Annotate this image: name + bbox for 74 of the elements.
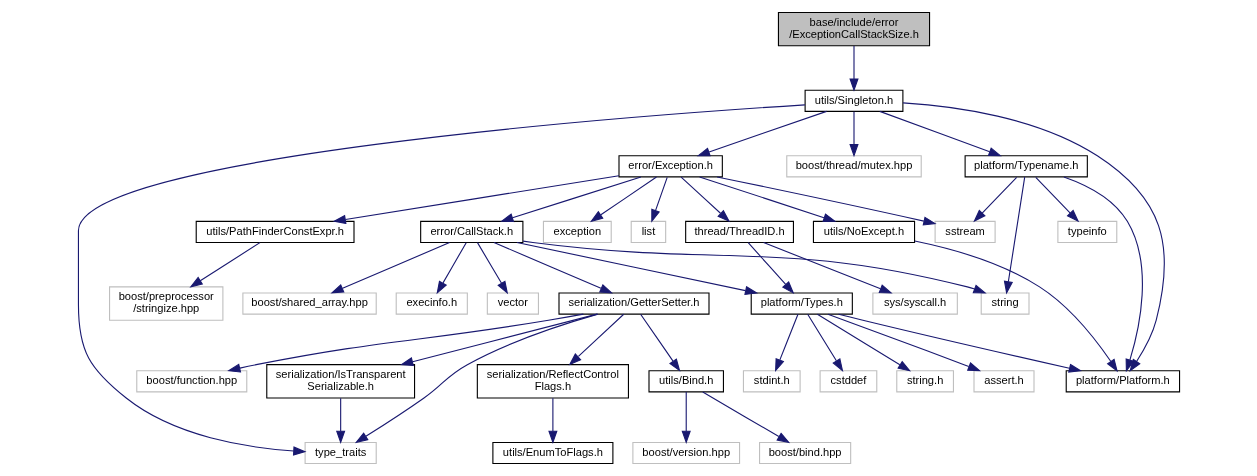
- node-box: execinfo.h: [395, 292, 468, 315]
- arrow: [806, 313, 843, 372]
- arrow: [329, 241, 450, 294]
- arrow: [1034, 176, 1079, 223]
- arrow: [913, 240, 1118, 373]
- node-box: utils/PathFinderConstExpr.h: [195, 220, 355, 243]
- arrow: [698, 176, 836, 223]
- node-box: type_traits: [304, 441, 377, 465]
- node-box: platform/Types.h: [750, 292, 853, 315]
- node-box: string.h: [895, 370, 954, 393]
- arrow: [826, 313, 981, 372]
- arrow: [77, 104, 805, 456]
- node-box: base/include/error /ExceptionCallStackSize.h: [777, 11, 930, 47]
- arrow: [848, 45, 859, 92]
- arrow: [650, 176, 668, 223]
- arrow: [762, 241, 893, 294]
- arrow: [1003, 176, 1025, 295]
- arrow: [515, 241, 758, 296]
- node-box: error/CallStack.h: [419, 220, 523, 243]
- arrow: [701, 391, 790, 444]
- node-box: list: [630, 220, 666, 243]
- arrow: [522, 240, 987, 294]
- node-box: utils/Bind.h: [647, 370, 724, 393]
- arrow: [547, 397, 558, 445]
- node-box: boost/shared_array.hpp: [241, 292, 377, 315]
- arrow: [568, 313, 624, 366]
- node-box: thread/ThreadID.h: [684, 220, 794, 243]
- arrow: [354, 313, 598, 444]
- node-box: typeinfo: [1056, 220, 1117, 243]
- arrow: [332, 175, 619, 225]
- arrow: [696, 110, 827, 157]
- node-box: serialization/IsTransparent Serializable.h: [265, 364, 415, 399]
- arrow: [499, 176, 641, 223]
- arrow: [878, 110, 1002, 157]
- arrow: [435, 242, 467, 295]
- node-box: stdint.h: [742, 370, 801, 393]
- node-box: boost/function.hpp: [135, 370, 247, 393]
- arrow: [188, 242, 261, 288]
- arrow: [716, 176, 937, 226]
- arrow: [226, 313, 584, 373]
- node-box: serialization/GetterSetter.h: [557, 292, 710, 315]
- node-box: platform/Platform.h: [1065, 370, 1180, 393]
- arrow: [816, 313, 911, 372]
- arrow: [680, 176, 730, 223]
- arrow: [681, 391, 691, 444]
- arrow: [902, 102, 1165, 373]
- arrow: [774, 313, 799, 373]
- arrow: [747, 242, 794, 295]
- node-box: vector: [486, 292, 539, 315]
- arrow: [476, 242, 508, 295]
- node-box: utils/NoExcept.h: [812, 220, 915, 243]
- node-box: boost/thread/mutex.hpp: [785, 155, 922, 178]
- arrow: [492, 241, 613, 294]
- node-box: sys/syscall.h: [871, 292, 958, 315]
- node-box: boost/preprocessor /stringize.hpp: [108, 286, 223, 321]
- arrow: [848, 111, 859, 158]
- node-box: error/Exception.h: [617, 155, 723, 178]
- node-box: serialization/ReflectControl Flags.h: [476, 364, 629, 399]
- arrow: [972, 176, 1017, 223]
- node-box: cstddef: [819, 370, 877, 393]
- node-box: sstream: [934, 220, 996, 243]
- node-box: boost/bind.hpp: [758, 441, 851, 465]
- node-box: string: [980, 292, 1030, 315]
- arrow: [589, 176, 657, 223]
- arrow: [335, 397, 345, 445]
- arrow: [639, 313, 680, 372]
- node-box: utils/EnumToFlags.h: [491, 441, 613, 465]
- node-box: assert.h: [972, 370, 1035, 393]
- node-box: utils/Singleton.h: [804, 89, 903, 112]
- node-box: platform/Typename.h: [964, 155, 1088, 178]
- node-box: boost/version.hpp: [631, 441, 740, 465]
- node-box: exception: [542, 220, 612, 243]
- arrow: [1062, 176, 1143, 373]
- arrow: [837, 313, 1082, 373]
